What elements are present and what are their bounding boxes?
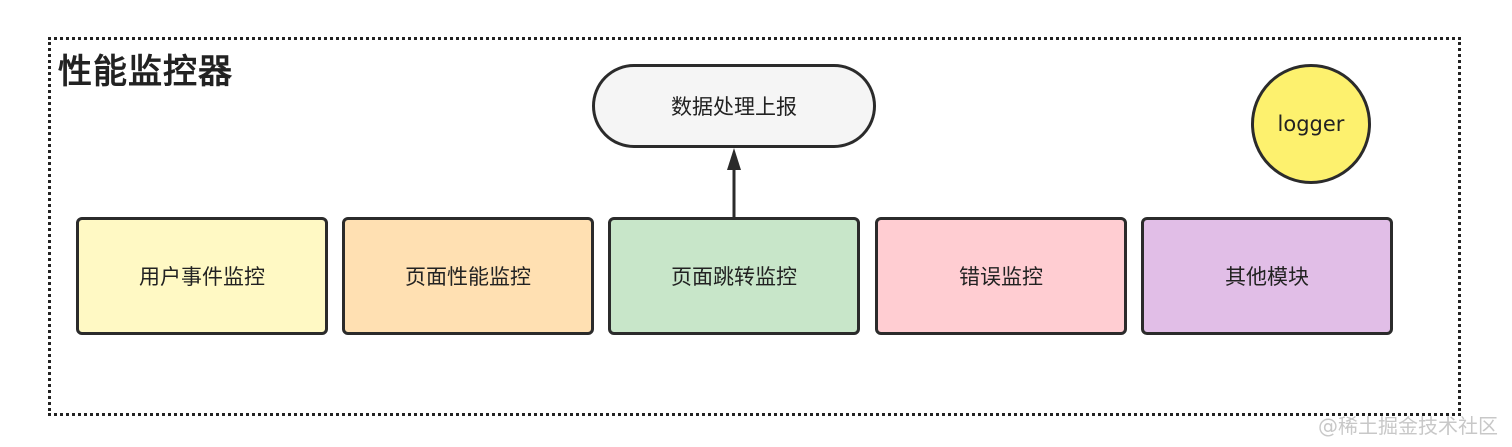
module-other: 其他模块 xyxy=(1141,217,1393,335)
diagram-title: 性能监控器 xyxy=(58,52,233,92)
performance-monitor-boundary xyxy=(48,37,1461,416)
module-error: 错误监控 xyxy=(875,217,1127,335)
logger-node: logger xyxy=(1251,64,1371,184)
module-page-performance: 页面性能监控 xyxy=(342,217,594,335)
watermark: @稀土掘金技术社区 xyxy=(1318,414,1498,438)
report-node: 数据处理上报 xyxy=(592,64,876,148)
module-user-event: 用户事件监控 xyxy=(76,217,328,335)
module-page-navigation: 页面跳转监控 xyxy=(608,217,860,335)
